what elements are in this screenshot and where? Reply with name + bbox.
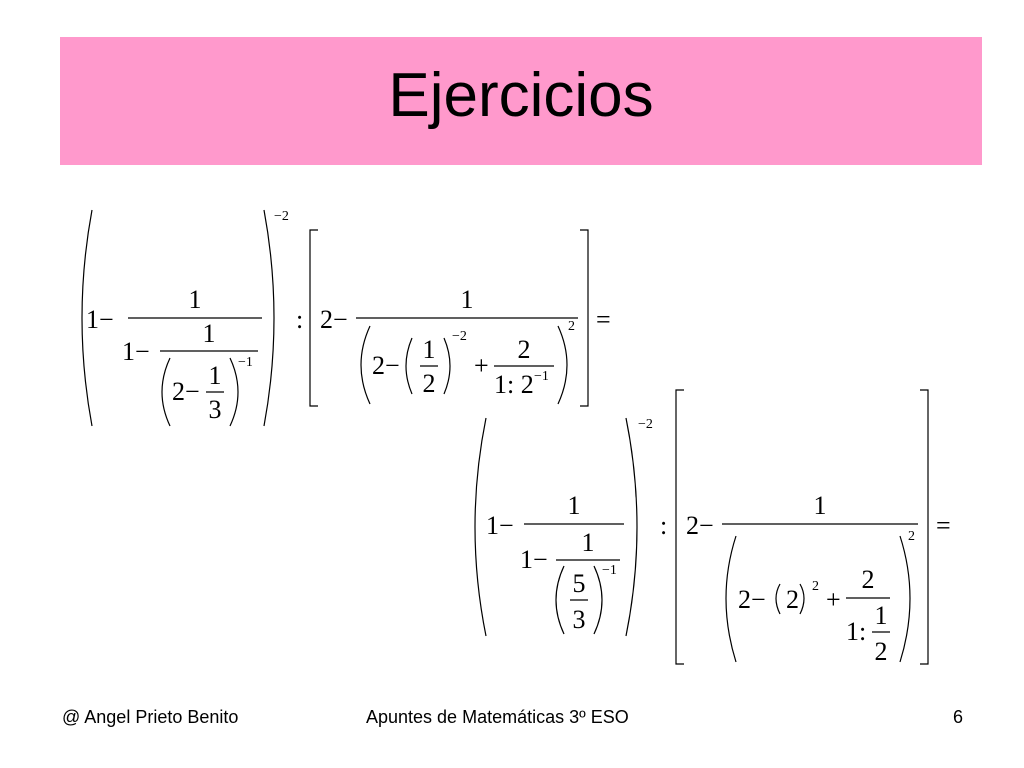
right-bracket	[920, 389, 929, 665]
math-text: 3	[573, 605, 586, 634]
math-text: :	[296, 305, 303, 334]
math-text: +	[474, 351, 489, 380]
math-text: 2	[518, 335, 531, 364]
exponent: −2	[452, 329, 467, 344]
math-text: :	[660, 511, 667, 540]
exponent: −1	[534, 369, 549, 384]
math-text: 2−	[172, 377, 200, 406]
big-right-paren	[263, 209, 275, 427]
math-text: 1	[814, 491, 827, 520]
exponent: −2	[638, 417, 653, 432]
math-text: 1	[189, 285, 202, 314]
math-text: 1	[209, 361, 222, 390]
math-text: 2−	[320, 305, 348, 334]
exponent: −1	[602, 563, 617, 578]
math-text: 3	[209, 395, 222, 424]
exponent: −1	[238, 355, 253, 370]
math-text: 1	[203, 319, 216, 348]
math-text: +	[826, 585, 841, 614]
right-bracket	[580, 229, 589, 407]
title-band: Ejercicios	[60, 37, 982, 165]
slide-title: Ejercicios	[388, 61, 654, 130]
math-text: 1	[875, 601, 888, 630]
math-text: 2−	[686, 511, 714, 540]
footer-author: @ Angel Prieto Benito	[62, 707, 239, 727]
big-right-paren	[625, 417, 638, 637]
small-left-paren	[161, 357, 171, 427]
math-text: 1	[582, 528, 595, 557]
math-text: 1−	[122, 337, 150, 366]
medium-right-paren	[899, 535, 911, 663]
math-text: 1−	[86, 305, 114, 334]
math-text: 1:	[846, 617, 866, 646]
exponent: 2	[812, 579, 819, 594]
math-text: 2	[875, 637, 888, 666]
math-text: 1	[461, 285, 474, 314]
math-text: 2	[862, 565, 875, 594]
left-bracket	[675, 389, 684, 665]
small-right-paren	[593, 565, 603, 635]
medium-left-paren	[725, 535, 737, 663]
math-text: 1	[423, 335, 436, 364]
math-text: 2	[423, 369, 436, 398]
math-text: 2−	[738, 585, 766, 614]
math-text: 1	[568, 491, 581, 520]
math-text: =	[936, 511, 951, 540]
math-text: 2−	[372, 351, 400, 380]
footer-page-number: 6	[953, 707, 964, 727]
big-left-paren	[81, 209, 93, 427]
expression-line-2: 1− 1 1− 1 5 3 −1 −2 : 2− 1 2− 2 2 + 2 1:…	[474, 389, 951, 666]
exponent: −2	[274, 209, 289, 224]
exponent: 2	[908, 529, 915, 544]
math-text: 2	[786, 585, 799, 614]
small-right-paren	[443, 337, 451, 395]
medium-right-paren	[557, 325, 568, 405]
small-left-paren	[775, 583, 781, 615]
math-text: 1: 2	[494, 370, 534, 399]
expression-line-1: 1− 1 1− 1 2− 1 3 −1 −2 : 2− 1 2− 1 2 −2 …	[81, 209, 611, 427]
left-bracket	[309, 229, 318, 407]
math-text: =	[596, 305, 611, 334]
math-text: 1−	[486, 511, 514, 540]
big-left-paren	[474, 417, 487, 637]
small-left-paren	[555, 565, 565, 635]
math-text: 1−	[520, 545, 548, 574]
medium-left-paren	[360, 325, 371, 405]
small-left-paren	[405, 337, 413, 395]
exponent: 2	[568, 319, 575, 334]
small-right-paren	[799, 583, 805, 615]
footer-course: Apuntes de Matemáticas 3º ESO	[366, 707, 629, 727]
small-right-paren	[229, 357, 239, 427]
math-text: 5	[573, 569, 586, 598]
